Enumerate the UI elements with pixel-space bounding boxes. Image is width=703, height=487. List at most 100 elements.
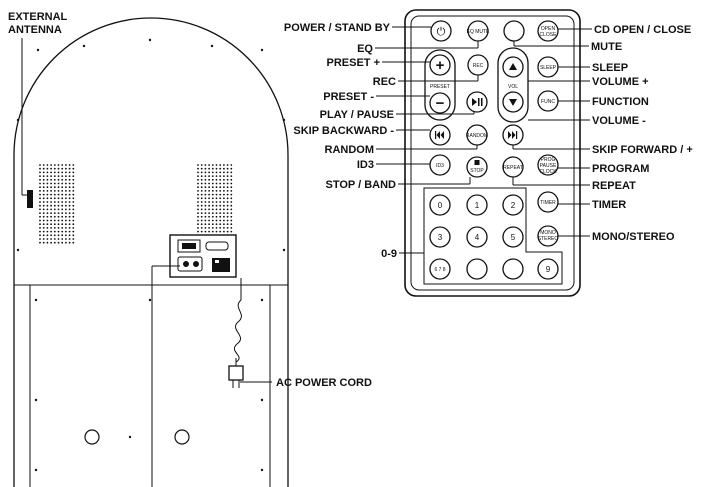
grill-hole [200, 212, 203, 215]
grill-hole [230, 190, 233, 192]
label-skip-backward: SKIP BACKWARD - [293, 125, 394, 137]
rec-button[interactable]: REC [467, 54, 489, 76]
grill-hole [46, 212, 49, 215]
play-pause-button[interactable] [466, 91, 488, 113]
stop-band-button[interactable]: STOP [466, 156, 488, 178]
grill-hole [61, 190, 64, 192]
grill-hole [226, 201, 229, 203]
function-button[interactable]: FUNC [537, 90, 559, 112]
jukebox-rear-view: EXTERNAL ANTENNA AC POWER CORD [8, 11, 372, 487]
grill-hole [200, 204, 203, 207]
digit-2-button[interactable]: 2 [502, 194, 524, 216]
grill-hole [223, 227, 225, 229]
grill-hole [219, 230, 222, 233]
digit-4-button[interactable]: 4 [466, 226, 488, 248]
grill-hole [57, 178, 60, 181]
grill-hole [215, 175, 218, 178]
grill-hole [215, 193, 218, 196]
digit-1-button[interactable]: 1 [466, 194, 488, 216]
grill-hole [61, 230, 64, 233]
grill-hole [208, 223, 211, 226]
skip-forward-button[interactable] [502, 124, 524, 146]
grill-hole [42, 208, 45, 211]
rear-connector-panel [169, 234, 237, 278]
grill-hole [68, 190, 71, 192]
digit-9-button[interactable]: 9 [537, 258, 559, 280]
grill-hole [223, 175, 225, 178]
eq-mute-text: EQ MUTE [467, 29, 490, 35]
grill-hole [50, 208, 52, 211]
grill-hole [223, 178, 225, 181]
preset-plus-button[interactable]: + [429, 54, 451, 76]
label-sleep: SLEEP [592, 62, 628, 74]
preset-minus-button[interactable]: − [429, 92, 451, 114]
sleep-button[interactable]: SLEEP [537, 56, 559, 78]
grill-hole [50, 215, 52, 218]
jukebox-outline [13, 17, 289, 487]
digit-3-button[interactable]: 3 [429, 226, 451, 248]
volume-up-button[interactable] [502, 56, 524, 78]
volume-down-button[interactable] [502, 91, 524, 113]
mute-button[interactable] [503, 20, 525, 42]
grill-hole [57, 182, 60, 185]
grill-hole [61, 186, 64, 189]
grill-hole [200, 197, 203, 200]
digit-1-text: 1 [475, 201, 480, 210]
label-program: PROGRAM [592, 163, 649, 175]
grill-hole [65, 197, 67, 200]
grill-hole [226, 171, 229, 174]
grill-hole [68, 230, 71, 233]
digit-5-button[interactable]: 5 [502, 226, 524, 248]
minus-icon: − [436, 95, 445, 112]
mono-stereo-button[interactable]: MONO STEREO [537, 225, 559, 247]
repeat-button[interactable]: REPEAT [502, 156, 524, 178]
grill-hole [42, 186, 45, 189]
grill-hole [72, 164, 75, 166]
id3-button[interactable]: ID3 [429, 154, 451, 176]
label-id3: ID3 [357, 159, 374, 171]
grill-hole [72, 186, 75, 189]
skip-backward-button[interactable] [429, 124, 451, 146]
grill-hole [46, 178, 49, 181]
grill-hole [39, 241, 41, 244]
timer-button[interactable]: TIMER [537, 191, 559, 213]
grill-hole [61, 241, 64, 244]
grill-hole [61, 164, 64, 166]
power-button[interactable]: ⏻ [430, 20, 452, 42]
digit-blank-a-button[interactable] [466, 258, 488, 280]
grill-hole [50, 197, 52, 200]
grill-hole [42, 215, 45, 218]
grill-hole [57, 208, 60, 211]
grill-hole [53, 178, 56, 181]
grill-hole [46, 215, 49, 218]
grill-hole [215, 223, 218, 226]
grill-hole [50, 186, 52, 189]
grill-hole [68, 201, 71, 203]
grill-hole [65, 241, 67, 244]
program-button[interactable]: PROG PAUSE CLOCK [537, 154, 559, 176]
grill-hole [208, 197, 211, 200]
digit-blank-b-button[interactable] [502, 258, 524, 280]
grill-hole [50, 223, 52, 226]
digit-678-button[interactable]: 6 7 8 [429, 258, 451, 280]
grill-hole [68, 197, 71, 200]
pause-text: PAUSE [540, 163, 557, 169]
digit-0-button[interactable]: 0 [429, 194, 451, 216]
grill-hole [211, 204, 214, 207]
grill-hole [208, 182, 211, 185]
screw-dot [282, 248, 286, 252]
grill-hole [46, 223, 49, 226]
grill-hole [61, 212, 64, 215]
digit-9-text: 9 [546, 265, 551, 274]
antenna-socket [27, 190, 33, 208]
triangle-up-icon [509, 63, 517, 70]
grill-hole [219, 204, 222, 207]
grill-hole [230, 175, 233, 178]
grill-hole [219, 227, 222, 229]
grill-hole [215, 230, 218, 233]
cd-open-close-button[interactable]: OPEN CLOSE [537, 20, 559, 42]
grill-hole [72, 197, 75, 200]
grill-hole [57, 171, 60, 174]
screw-dot [34, 398, 38, 402]
random-button[interactable]: RANDOM [466, 124, 488, 146]
